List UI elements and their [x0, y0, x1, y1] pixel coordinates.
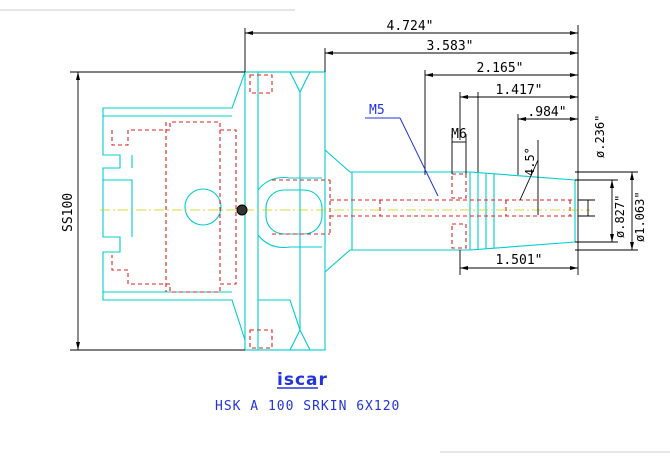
dim-1501: 1.501": [496, 253, 543, 268]
dim-3583: 3.583": [427, 39, 474, 54]
iscar-logo: iscar: [277, 370, 328, 390]
dim-dia-236: ø.236": [593, 115, 607, 158]
dim-2165: 2.165": [477, 61, 524, 76]
body-outline: [102, 71, 576, 351]
dim-overall-length: 4.724": [387, 19, 434, 34]
dim-angle: 4.5°: [523, 147, 537, 176]
dim-dia-1063: ø1.063": [633, 191, 647, 242]
dim-dia-827: ø.827": [613, 195, 627, 238]
dim-m6: M6: [451, 127, 467, 142]
m5-leader-line: [399, 117, 439, 197]
dim-ss100: SS100: [61, 193, 76, 232]
hidden-lines: [111, 74, 575, 349]
callout-m5: M5: [369, 103, 385, 118]
part-title: HSK A 100 SRKIN 6X120: [215, 399, 400, 414]
svg-text:iscar: iscar: [277, 370, 328, 390]
dim-984: .984": [527, 105, 566, 120]
datum-marker-icon: [236, 204, 248, 216]
dim-1417: 1.417": [496, 83, 543, 98]
dimension-lines: [70, 25, 638, 351]
dimension-arrows: [76, 31, 634, 350]
